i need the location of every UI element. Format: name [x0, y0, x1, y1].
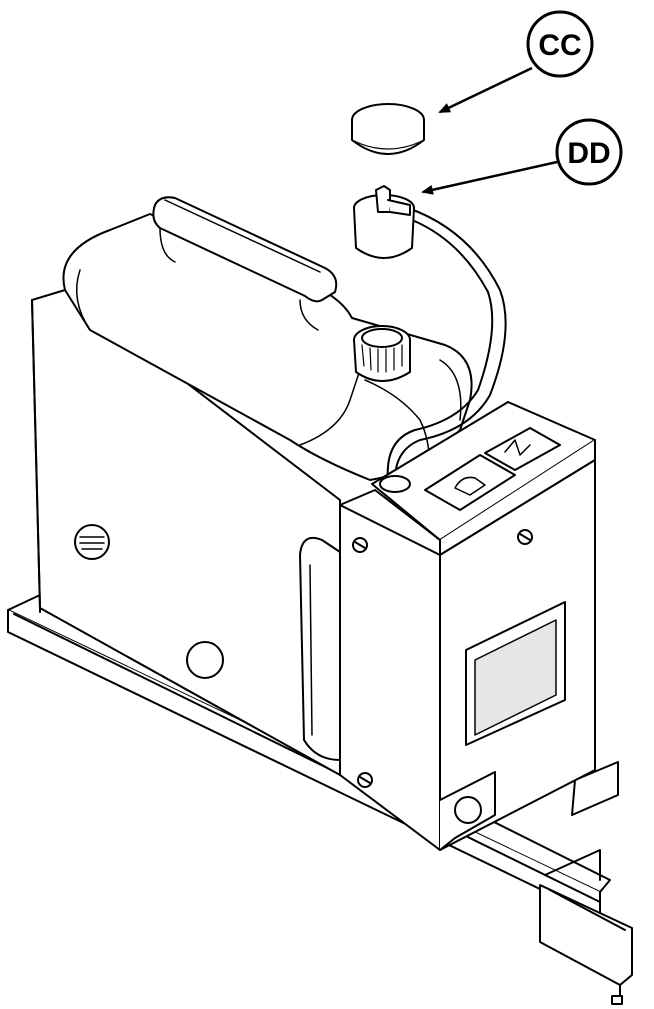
indicator-label-left: [424, 454, 516, 511]
indicator-label-right: [484, 427, 561, 471]
callout-cc: CC: [438, 10, 594, 114]
panel-hole-upper: [74, 524, 110, 560]
bracket-panel: [31, 289, 346, 776]
level-sight-window: [299, 536, 341, 761]
screw: [352, 537, 368, 553]
tank-handle: [152, 196, 338, 303]
panel-hole-lower: [186, 641, 224, 679]
fluid-tank: [62, 196, 473, 481]
control-box: [339, 401, 596, 851]
callout-dd: DD: [421, 118, 623, 195]
callout-label-dd: DD: [567, 137, 610, 170]
screw: [357, 772, 373, 788]
screw: [517, 529, 533, 545]
part-cc-cap: [351, 103, 425, 155]
part-dd-sensor-cap: [353, 185, 415, 259]
tank-filler-neck: [353, 325, 411, 382]
hose-grommet: [379, 475, 411, 493]
callout-label-cc: CC: [538, 29, 581, 62]
sensor-hose: [386, 207, 507, 481]
